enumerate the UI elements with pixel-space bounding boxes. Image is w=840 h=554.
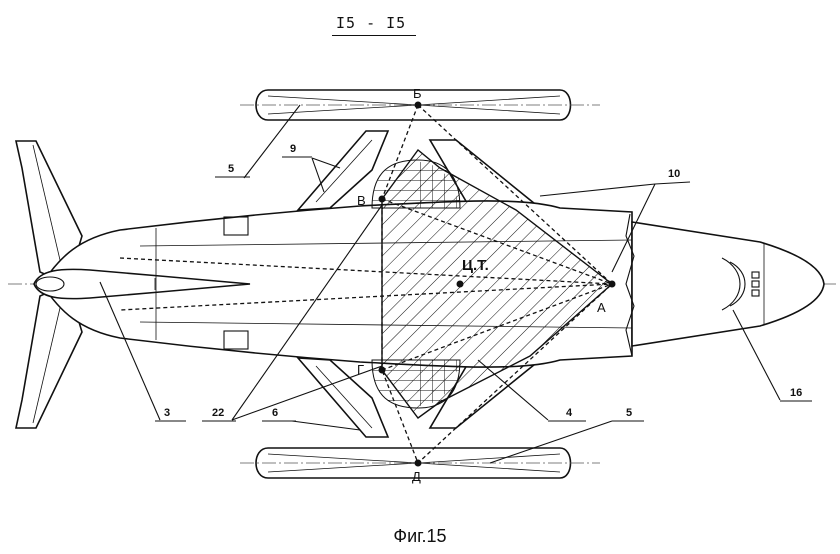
tail-fin-line	[32, 307, 61, 424]
section-title: I5 - I5	[336, 14, 407, 32]
construction-line	[417, 104, 613, 464]
tail-fin-line	[32, 144, 61, 261]
cockpit-canopy	[729, 261, 746, 307]
construction-line	[381, 198, 613, 285]
break-line	[625, 213, 635, 357]
point-b-label: Б	[413, 86, 422, 101]
hatch-lower	[223, 330, 249, 350]
engine-nacelle	[33, 268, 251, 300]
point-v-label: В	[357, 193, 366, 208]
center-of-gravity-marker	[456, 280, 464, 288]
point-a-marker	[608, 280, 616, 288]
construction-line	[381, 283, 613, 371]
section-title-underline	[332, 35, 416, 36]
point-d-marker	[414, 459, 422, 467]
cockpit-window	[751, 289, 760, 297]
hatch-upper	[223, 216, 249, 236]
nose-cone	[631, 221, 825, 347]
point-d-label: Д	[412, 469, 421, 484]
point-v-marker	[378, 195, 386, 203]
construction-line	[381, 104, 419, 464]
callout-10: 10	[668, 168, 680, 180]
cockpit-canopy	[721, 257, 741, 311]
callout-4: 4	[566, 407, 573, 419]
nozzle	[35, 276, 65, 292]
canard-line	[315, 365, 373, 429]
callout-16: 16	[790, 387, 802, 399]
callout-22: 22	[212, 407, 224, 419]
cockpit-window	[751, 280, 760, 288]
point-g-marker	[378, 366, 386, 374]
callout-5-bottom: 5	[626, 407, 632, 419]
point-a-label: А	[597, 300, 606, 315]
point-g-label: Г	[357, 362, 364, 377]
canard-line	[315, 139, 373, 203]
callout-5-top: 5	[228, 163, 234, 175]
callout-3: 3	[164, 407, 170, 419]
point-b-marker	[414, 101, 422, 109]
figure-caption: Фиг.15	[393, 526, 447, 546]
callout-9: 9	[290, 143, 296, 155]
leader-lines	[99, 104, 812, 464]
center-of-pressure-polygon	[381, 148, 614, 419]
cockpit-window	[751, 271, 760, 279]
center-of-gravity-label: Ц.Т.	[462, 257, 489, 274]
callout-6: 6	[272, 407, 278, 419]
